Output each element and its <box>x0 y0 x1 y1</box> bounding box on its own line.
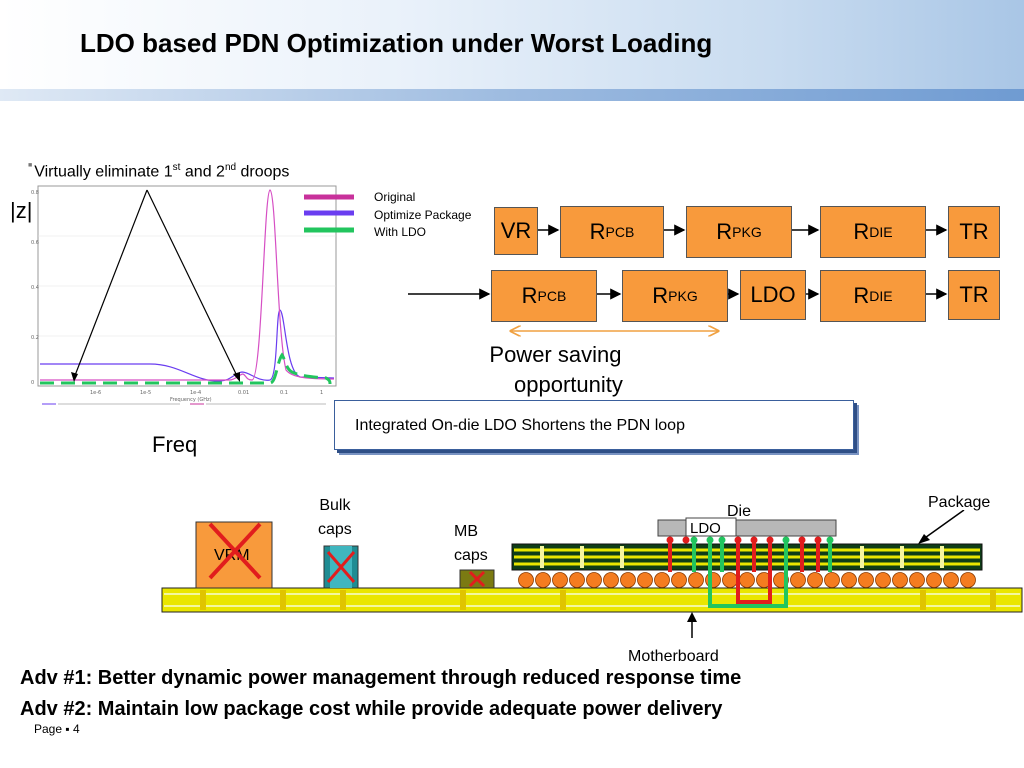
box-r-pkg-bottom-main: R <box>652 283 669 308</box>
header-accent-bar <box>0 89 1024 101</box>
bulk-caps-label: Bulk caps <box>318 494 352 542</box>
svg-text:0.2: 0.2 <box>31 335 39 341</box>
box-vr-label: VR <box>500 218 532 243</box>
legend-optimize-package: Optimize Package <box>374 208 472 222</box>
legend-swatches <box>304 194 354 233</box>
svg-text:0: 0 <box>31 380 34 386</box>
box-r-pkg-top-main: R <box>716 219 733 244</box>
board-cross-section: VRM LDO <box>161 510 1023 638</box>
box-ldo: LDO <box>740 270 806 320</box>
box-r-pkg-top-sub: PKG <box>732 224 762 240</box>
box-r-pcb-bottom-sub: PCB <box>537 288 567 304</box>
bullet-dot-icon: ■ <box>28 162 33 169</box>
die-label: Die <box>727 503 752 520</box>
droop-bullet: ■Virtually eliminate 1st and 2nd droops <box>28 162 289 181</box>
slide-title: LDO based PDN Optimization under Worst L… <box>80 28 713 58</box>
box-ldo-label: LDO <box>750 282 796 307</box>
impedance-plot: 0 0.2 0.4 0.6 0.8 1e-6 1e-5 1e-4 0.01 0.… <box>31 185 337 405</box>
box-vr: VR <box>494 207 538 255</box>
svg-text:1e-5: 1e-5 <box>140 390 151 396</box>
box-tr-top-label: TR <box>959 219 989 244</box>
ldo-callout-text: Integrated On-die LDO Shortens the PDN l… <box>355 417 685 434</box>
svg-text:0.6: 0.6 <box>31 240 39 246</box>
box-r-pcb-top-sub: PCB <box>605 224 635 240</box>
svg-text:LDO: LDO <box>690 520 721 537</box>
box-r-pcb-bottom-main: R <box>521 283 538 308</box>
bullet-prefix: Virtually eliminate 1 <box>34 163 173 181</box>
bulk-caps-line1: Bulk <box>319 497 351 514</box>
advantage-2: Adv #2: Maintain low package cost while … <box>20 698 723 720</box>
svg-text:0.8: 0.8 <box>31 190 39 196</box>
mb-caps-line2: caps <box>454 547 488 564</box>
svg-text:1e-6: 1e-6 <box>90 390 101 396</box>
svg-text:1e-4: 1e-4 <box>190 390 201 396</box>
box-r-pkg-bottom-sub: PKG <box>668 288 698 304</box>
svg-text:Frequency (GHz): Frequency (GHz) <box>170 397 212 403</box>
power-saving-line1: Power saving <box>489 342 622 367</box>
box-r-die-top-sub: DIE <box>869 224 893 240</box>
box-r-die-bottom-main: R <box>853 283 870 308</box>
impedance-axis-label: |z| <box>10 198 33 223</box>
svg-text:0.01: 0.01 <box>238 390 249 396</box>
box-tr-bottom-label: TR <box>959 282 989 307</box>
mb-caps-label: MB caps <box>454 520 488 568</box>
box-tr-bottom: TR <box>948 270 1000 320</box>
box-tr-top: TR <box>948 206 1000 258</box>
bullet-sup-st: st <box>172 162 181 173</box>
bullet-mid: and 2 <box>180 163 225 181</box>
bullet-sup-nd: nd <box>224 162 237 173</box>
power-saving-line2: opportunity <box>514 372 623 397</box>
ldo-callout-box: Integrated On-die LDO Shortens the PDN l… <box>334 400 854 450</box>
header-background <box>0 0 1024 100</box>
page-number: Page ▪ 4 <box>34 722 80 736</box>
box-r-die-top-main: R <box>853 219 870 244</box>
frequency-axis-label: Freq <box>152 432 198 457</box>
advantage-1: Adv #1: Better dynamic power management … <box>20 667 742 689</box>
box-r-pcb-top-main: R <box>589 219 606 244</box>
bullet-suffix: droops <box>236 163 290 181</box>
bulk-caps-line2: caps <box>318 521 352 538</box>
mb-caps-line1: MB <box>454 523 478 540</box>
motherboard-label: Motherboard <box>628 648 719 665</box>
box-r-die-bottom-sub: DIE <box>869 288 893 304</box>
svg-text:0.4: 0.4 <box>31 285 39 291</box>
legend-with-ldo: With LDO <box>374 225 427 239</box>
package-label: Package <box>928 494 991 511</box>
power-saving-label: Power saving opportunity <box>488 340 623 400</box>
legend-original: Original <box>374 190 416 204</box>
svg-text:0.1: 0.1 <box>280 390 288 396</box>
svg-text:1: 1 <box>320 390 323 396</box>
chain-arrows <box>408 224 948 350</box>
